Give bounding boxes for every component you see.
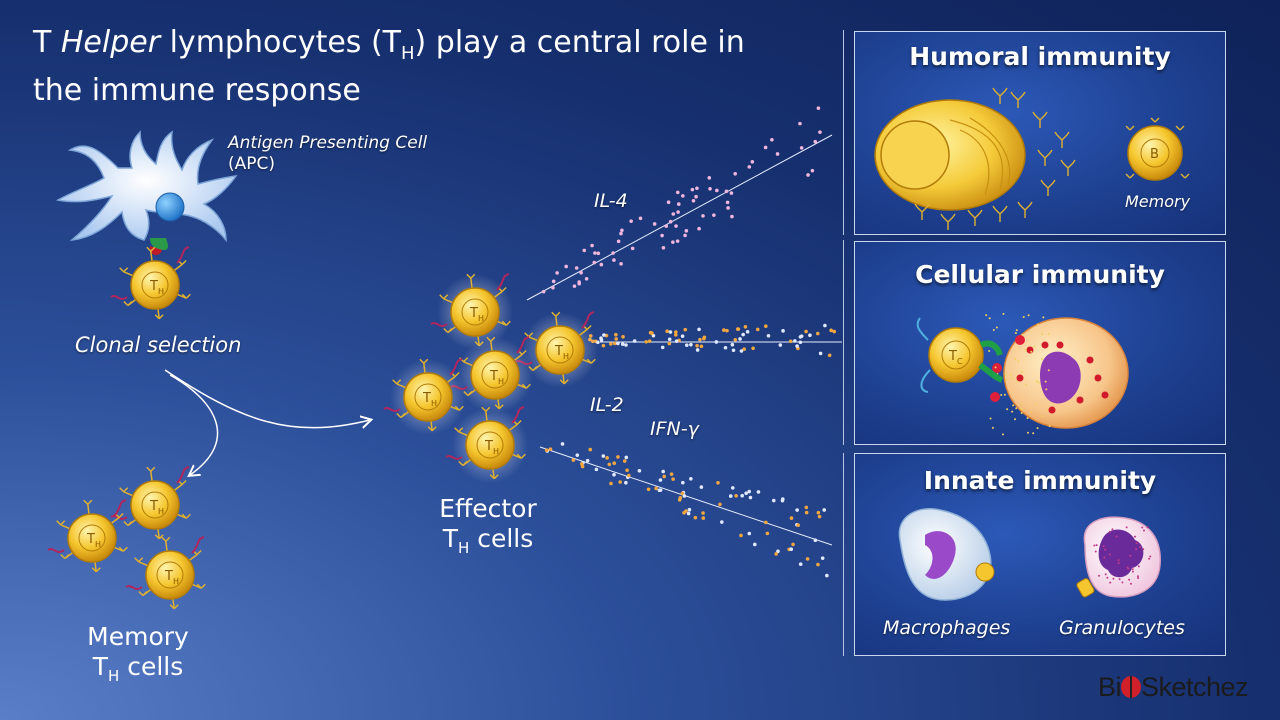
granulocytes-label: Granulocytes	[1059, 617, 1185, 639]
cell-marker-text: T	[149, 499, 158, 514]
ladybug-icon	[1121, 676, 1142, 698]
svg-text:H: H	[478, 314, 484, 323]
svg-text:H: H	[158, 287, 164, 296]
plasma-cell	[874, 99, 1026, 211]
svg-text:H: H	[158, 507, 164, 516]
svg-text:H: H	[498, 377, 504, 386]
cell-marker-text: T	[149, 279, 158, 294]
arrow-to-memory	[169, 374, 219, 475]
svg-text:H: H	[493, 447, 499, 456]
panel-title-cellular: Cellular immunity	[915, 260, 1165, 289]
cell-marker-text: T	[554, 344, 563, 359]
separator-mid	[843, 240, 844, 445]
apc-label: Antigen Presenting Cell (APC)	[228, 133, 428, 174]
target-cell	[1003, 317, 1129, 429]
cell-marker-text: T	[469, 306, 478, 321]
ifn-gamma-label: IFN-γ	[650, 418, 699, 440]
antibodies	[914, 87, 1190, 230]
panel-title-innate: Innate immunity	[923, 466, 1157, 495]
svg-text:H: H	[95, 540, 101, 549]
svg-text:B: B	[1150, 147, 1159, 162]
effector-th-cells-label: Effector TH cells	[439, 494, 537, 557]
il4-label: IL-4	[594, 190, 628, 212]
svg-text:H: H	[431, 399, 437, 408]
memory-b-label: Memory	[1125, 192, 1191, 211]
separator-bottom	[843, 453, 844, 656]
granulocyte-granules	[1093, 526, 1152, 585]
cell-marker-text: T	[484, 439, 493, 454]
cell-marker-text: T	[164, 569, 173, 584]
page-title: T Helper lymphocytes (TH) play a central…	[33, 25, 745, 108]
macrophages-label: Macrophages	[883, 617, 1011, 639]
arrow-to-effector	[164, 369, 370, 428]
cell-marker-text: T	[422, 391, 431, 406]
il2-label: IL-2	[590, 394, 624, 416]
granulocyte	[1076, 516, 1161, 598]
svg-text:T: T	[948, 349, 957, 364]
il4-line	[526, 134, 833, 301]
svg-text:H: H	[563, 352, 569, 361]
cytokine-dots	[541, 106, 837, 578]
cell-marker-text: T	[86, 532, 95, 547]
svg-text:C: C	[957, 357, 963, 366]
granule-spots	[985, 312, 1109, 436]
panel-title-humoral: Humoral immunity	[909, 42, 1171, 71]
svg-text:H: H	[173, 577, 179, 586]
separator-top	[843, 30, 844, 235]
clonal-selection-label: Clonal selection	[75, 333, 242, 357]
antigen-presenting-cell	[55, 130, 238, 255]
macrophage	[898, 508, 995, 601]
cell-marker-text: T	[489, 369, 498, 384]
memory-th-cells-label: Memory TH cells	[87, 622, 189, 685]
memory-b-cell: B	[1127, 125, 1183, 181]
